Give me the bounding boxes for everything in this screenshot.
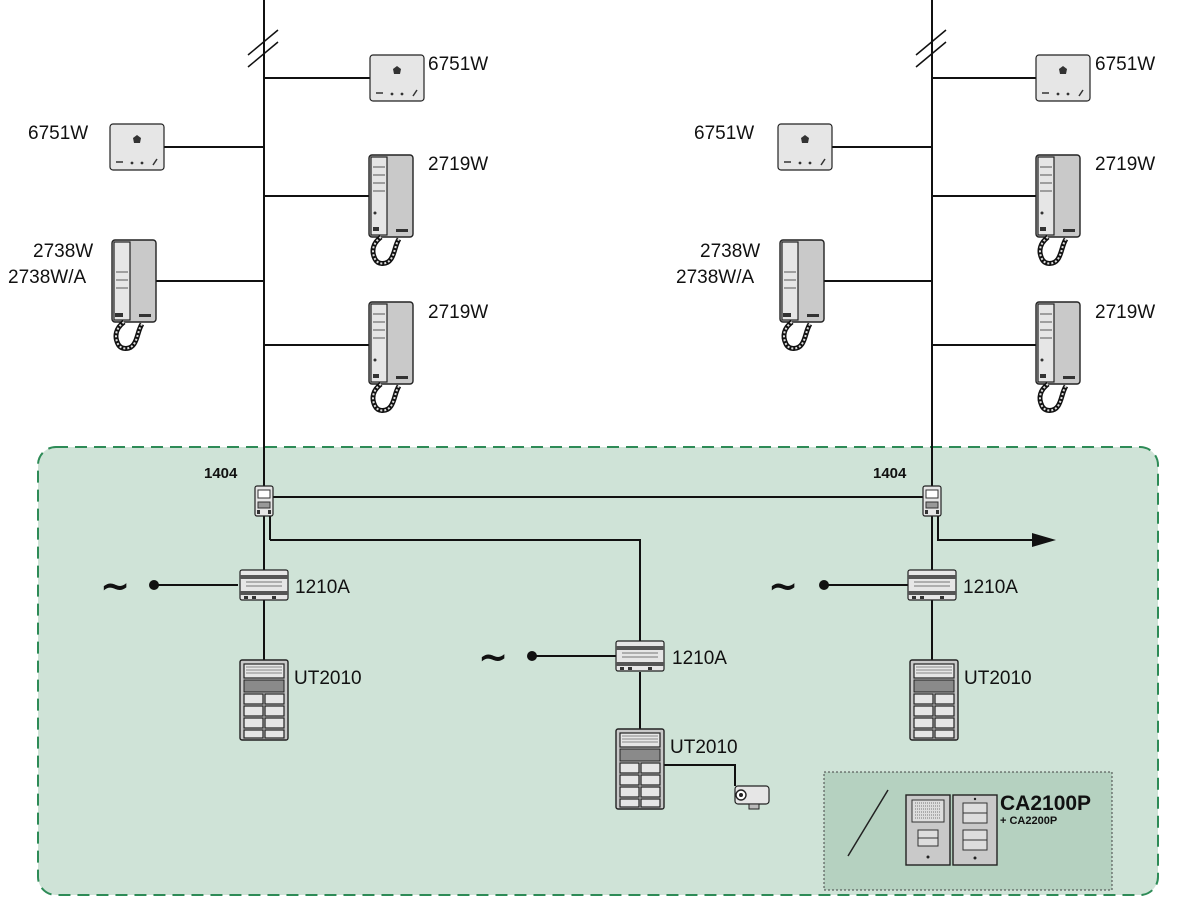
label-ut2010-left: UT2010 bbox=[294, 668, 362, 689]
label-2738w-left-a: 2738W bbox=[33, 241, 93, 262]
label-2738w-left-b: 2738W/A bbox=[8, 267, 86, 288]
label-ut2010-center: UT2010 bbox=[670, 737, 738, 758]
handset-2738w-right bbox=[779, 239, 825, 351]
handset-2719w-left-2 bbox=[369, 302, 413, 411]
right-bus-mark-2 bbox=[915, 41, 947, 68]
left-bus-mark bbox=[247, 29, 279, 56]
label-1210a-right: 1210A bbox=[963, 577, 1018, 598]
distributor-1404-left bbox=[254, 485, 274, 517]
bus-right-out bbox=[937, 515, 1040, 541]
panel-ut2010-center bbox=[615, 728, 665, 810]
ca2100p-device bbox=[905, 794, 951, 866]
handset-2719w-right-1 bbox=[1036, 155, 1080, 264]
wire-center-camera bbox=[660, 764, 736, 786]
left-bus-mark-2 bbox=[247, 41, 279, 68]
handset-2719w-right-2 bbox=[1036, 302, 1080, 411]
psu-1210a-left bbox=[239, 569, 289, 601]
label-6751w-right-mid: 6751W bbox=[694, 123, 754, 144]
label-6751w-left-mid: 6751W bbox=[28, 123, 88, 144]
psu-1210a-right bbox=[907, 569, 957, 601]
mains-node-center bbox=[527, 651, 537, 661]
label-1404-left: 1404 bbox=[204, 465, 238, 482]
mains-symbol-right: ~ bbox=[768, 566, 798, 607]
handset-2738w-left bbox=[111, 239, 157, 351]
mains-node-right bbox=[819, 580, 829, 590]
label-ut2010-right: UT2010 bbox=[964, 668, 1032, 689]
label-2719w-left-2: 2719W bbox=[428, 302, 488, 323]
monitor-6751w-left-mid bbox=[109, 123, 165, 171]
monitor-6751w-left-top bbox=[369, 54, 425, 102]
mains-symbol-center: ~ bbox=[478, 637, 508, 678]
handset-2719w-left-1 bbox=[369, 155, 413, 264]
label-2719w-left-1: 2719W bbox=[428, 154, 488, 175]
label-6751w-right-top: 6751W bbox=[1095, 54, 1155, 75]
label-1404-right: 1404 bbox=[873, 465, 907, 482]
inset-slash bbox=[847, 789, 889, 857]
right-bus-mark bbox=[915, 29, 947, 56]
inset-sub-label: + CA2200P bbox=[1000, 815, 1057, 827]
label-2719w-right-2: 2719W bbox=[1095, 302, 1155, 323]
monitor-6751w-right-top bbox=[1035, 54, 1091, 102]
label-6751w-left-top: 6751W bbox=[428, 54, 488, 75]
bus-center-path bbox=[270, 539, 641, 643]
label-1210a-left: 1210A bbox=[295, 577, 350, 598]
label-2738w-right-a: 2738W bbox=[700, 241, 760, 262]
inset-main-label: CA2100P bbox=[1000, 792, 1091, 815]
panel-ut2010-left bbox=[239, 659, 289, 741]
panel-ut2010-right bbox=[909, 659, 959, 741]
distributor-1404-right bbox=[922, 485, 942, 517]
mains-node-left bbox=[149, 580, 159, 590]
ca2200p-device bbox=[952, 794, 998, 866]
monitor-6751w-right-mid bbox=[777, 123, 833, 171]
label-2719w-right-1: 2719W bbox=[1095, 154, 1155, 175]
psu-1210a-center bbox=[615, 640, 665, 672]
label-1210a-center: 1210A bbox=[672, 648, 727, 669]
bus-right-arrow bbox=[1032, 533, 1056, 547]
label-2738w-right-b: 2738W/A bbox=[676, 267, 754, 288]
mains-symbol-left: ~ bbox=[100, 566, 130, 607]
